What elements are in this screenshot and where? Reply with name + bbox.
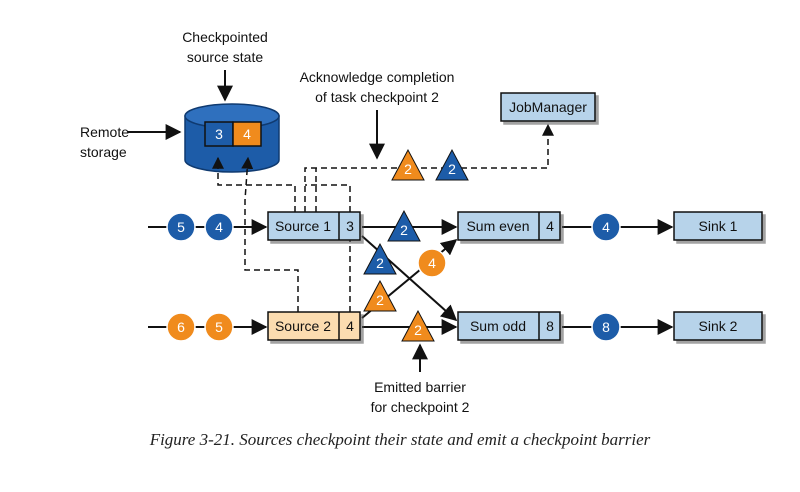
barrier-token: 2 (363, 242, 397, 275)
source1-state-upload-link (212, 156, 296, 212)
barrier-token: 2 (435, 148, 469, 181)
record-token: 6 (166, 312, 196, 342)
dashed-links (212, 123, 554, 312)
sumodd-node (457, 311, 561, 341)
barrier-token: 2 (401, 309, 435, 342)
record-token: 5 (204, 312, 234, 342)
remote-storage-label-line2: storage (80, 144, 127, 160)
barrier-s1-to-even: 2 (400, 222, 408, 238)
ack-label-line1: Acknowledge completion (300, 69, 455, 85)
storage-slot-left (204, 121, 234, 147)
record-in1-b: 4 (215, 219, 223, 235)
record-sumeven-out: 4 (602, 219, 610, 235)
jobmanager-node (500, 92, 596, 122)
emitted-barrier-label-line2: for checkpoint 2 (371, 399, 470, 415)
record-in2-a: 6 (177, 319, 185, 335)
barrier-ack-orange: 2 (404, 161, 412, 177)
sink1-node (673, 211, 763, 241)
record-sumodd-out: 8 (602, 319, 610, 335)
emitted-barrier-label-line1: Emitted barrier (374, 379, 466, 395)
record-in2-b: 5 (215, 319, 223, 335)
sink1-label: Sink 1 (699, 218, 738, 234)
remote-storage-label-line1: Remote (80, 124, 129, 140)
source2-state-upload-link-a (305, 184, 351, 312)
jobmanager-label: JobManager (509, 99, 587, 115)
sumodd-label: Sum odd (470, 318, 526, 334)
sumodd-state: 8 (546, 318, 554, 334)
checkpointed-state-label-line1: Checkpointed (182, 29, 268, 45)
barrier-ack-blue: 2 (448, 161, 456, 177)
sumeven-node (457, 211, 561, 241)
stream-edges (148, 219, 674, 335)
source2-state: 4 (346, 318, 354, 334)
barrier-token: 2 (391, 148, 425, 181)
record-cross-orange: 4 (428, 255, 436, 271)
sumeven-state: 4 (546, 218, 554, 234)
figure-caption: Figure 3-21. Sources checkpoint their st… (149, 430, 651, 449)
record-token: 4 (204, 212, 234, 242)
ack-to-jobmanager-link (304, 123, 554, 212)
source2-node (267, 311, 361, 341)
ack-label-line2: of task checkpoint 2 (315, 89, 439, 105)
record-token: 4 (591, 212, 621, 242)
record-token: 5 (166, 212, 196, 242)
source1-node (267, 211, 361, 241)
barrier-s2-to-odd: 2 (414, 322, 422, 338)
record-token: 4 (417, 248, 447, 278)
record-in1-a: 5 (177, 219, 185, 235)
record-token: 8 (591, 312, 621, 342)
sink2-label: Sink 2 (699, 318, 738, 334)
barrier-s1-to-odd: 2 (376, 255, 384, 271)
source2-state-upload-link (241, 156, 299, 312)
source1-label: Source 1 (275, 218, 331, 234)
storage-slot-right-value: 4 (243, 126, 251, 142)
storage-slot-left-value: 3 (215, 126, 223, 142)
sink2-node (673, 311, 763, 341)
source2-label: Source 2 (275, 318, 331, 334)
remote-storage-cylinder: 3 4 (184, 103, 280, 173)
barrier-token: 2 (363, 279, 397, 312)
sumeven-label: Sum even (466, 218, 529, 234)
barrier-token: 2 (387, 209, 421, 242)
barrier-s2-to-even: 2 (376, 292, 384, 308)
source1-state: 3 (346, 218, 354, 234)
checkpointed-state-label-line2: source state (187, 49, 263, 65)
storage-slot-right (232, 121, 262, 147)
